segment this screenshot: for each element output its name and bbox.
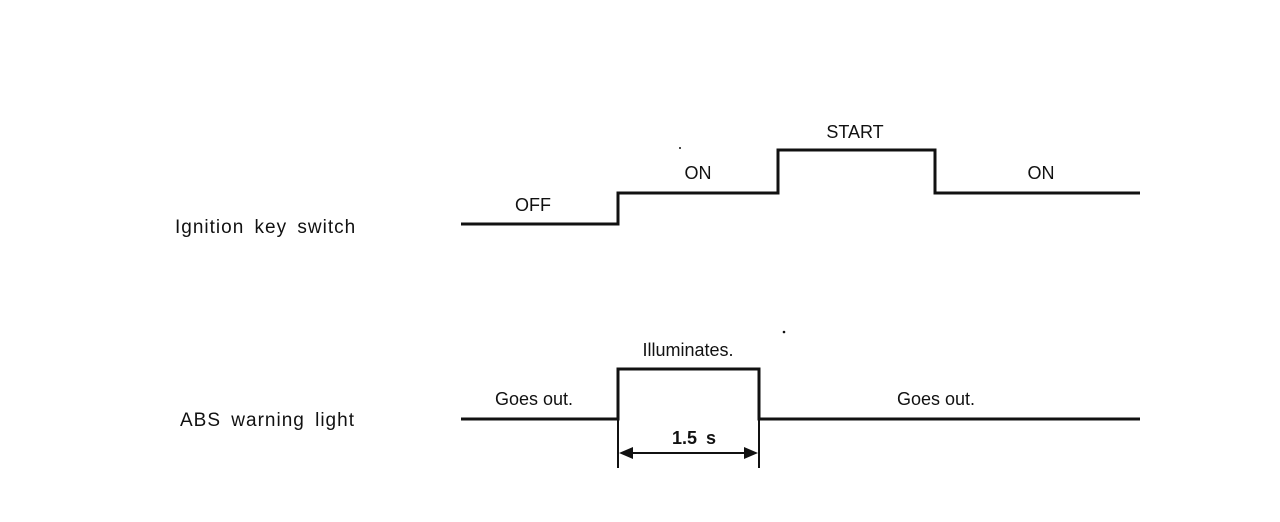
ignition-waveform [461,148,1140,226]
ignition-state-start: START [826,122,883,142]
dimension-arrow-left-icon [619,447,633,459]
scan-speck [782,330,786,334]
duration-dimension [617,419,760,468]
dimension-arrow-right-icon [744,447,758,459]
abs-warning-light-label: ABS warning light [180,410,355,431]
abs-state-illuminates: Illuminates. [642,340,733,360]
duration-label: 1.5 s [672,428,716,448]
abs-waveform [461,367,1140,421]
ignition-key-switch-label: Ignition key switch [175,217,356,238]
ignition-state-off: OFF [515,195,551,215]
scan-speck [679,147,681,149]
ignition-state-on-first: ON [685,163,712,183]
abs-state-goes-out-second: Goes out. [897,389,975,409]
abs-state-goes-out-first: Goes out. [495,389,573,409]
ignition-state-on-second: ON [1028,163,1055,183]
